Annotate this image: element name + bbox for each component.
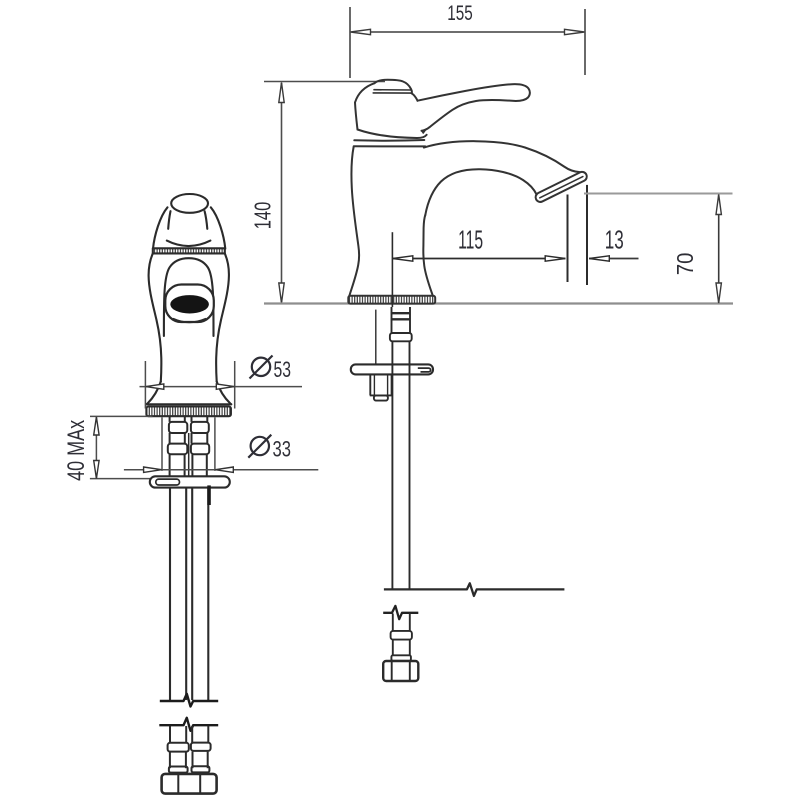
svg-text:140: 140 [250,202,276,230]
svg-text:155: 155 [447,2,473,25]
svg-text:53: 53 [274,357,292,382]
svg-text:115: 115 [458,225,483,255]
svg-text:70: 70 [672,253,698,276]
svg-text:13: 13 [605,225,624,255]
svg-text:40 MAx: 40 MAx [63,420,90,481]
svg-text:33: 33 [273,437,292,462]
